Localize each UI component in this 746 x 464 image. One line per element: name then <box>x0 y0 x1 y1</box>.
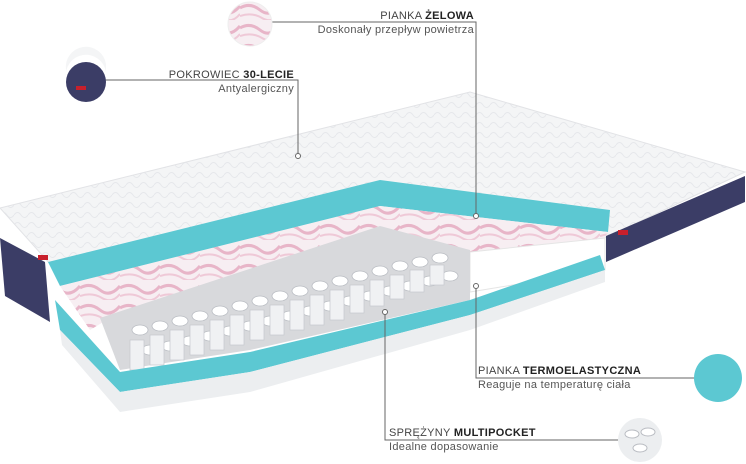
callout-gel-prefix: PIANKA <box>380 10 426 22</box>
callout-gel: PIANKA ŻELOWA Doskonały przepływ powietr… <box>318 9 474 37</box>
callout-thermo-prefix: PIANKA <box>478 365 523 377</box>
callout-springs-prefix: SPRĘŻYNY <box>389 427 454 439</box>
leader-gel <box>268 21 477 214</box>
cover-thumbnail <box>65 46 106 102</box>
callout-cover-subtitle: Antyalergiczny <box>218 83 294 95</box>
callout-springs-bold: MULTIPOCKET <box>453 427 536 439</box>
callout-thermo-subtitle: Reaguje na temperaturę ciała <box>478 379 631 391</box>
cover-side-border-right <box>606 176 745 262</box>
callout-cover: POKROWIEC 30-LECIE Antyalergiczny <box>169 68 294 96</box>
callout-cover-prefix: POKROWIEC <box>168 69 244 81</box>
callout-gel-subtitle: Doskonały przepływ powietrza <box>317 24 474 36</box>
callout-springs-subtitle: Idealne dopasowanie <box>389 441 499 453</box>
callout-springs: SPRĘŻYNY MULTIPOCKET Idealne dopasowanie <box>389 426 536 454</box>
callout-cover-bold: 30-LECIE <box>243 69 294 81</box>
gel-foam-thumbnail <box>227 1 273 47</box>
callout-gel-bold: ŻELOWA <box>425 10 474 22</box>
leader-thermo <box>475 286 696 379</box>
leader-springs <box>384 312 618 441</box>
callout-thermo-bold: TERMOELASTYCZNA <box>522 365 642 377</box>
marble-foam-layer <box>60 206 608 330</box>
springs-thumbnail <box>618 418 662 462</box>
cover-side-border-left <box>0 238 50 322</box>
cover-bottom <box>60 270 605 412</box>
callout-thermo: PIANKA TERMOELASTYCZNA Reaguje na temper… <box>478 364 641 392</box>
thermo-foam-thumbnail <box>694 354 742 402</box>
gel-foam-layer <box>48 180 610 286</box>
thermo-foam-layer <box>55 255 605 392</box>
leader-cover <box>100 79 299 154</box>
